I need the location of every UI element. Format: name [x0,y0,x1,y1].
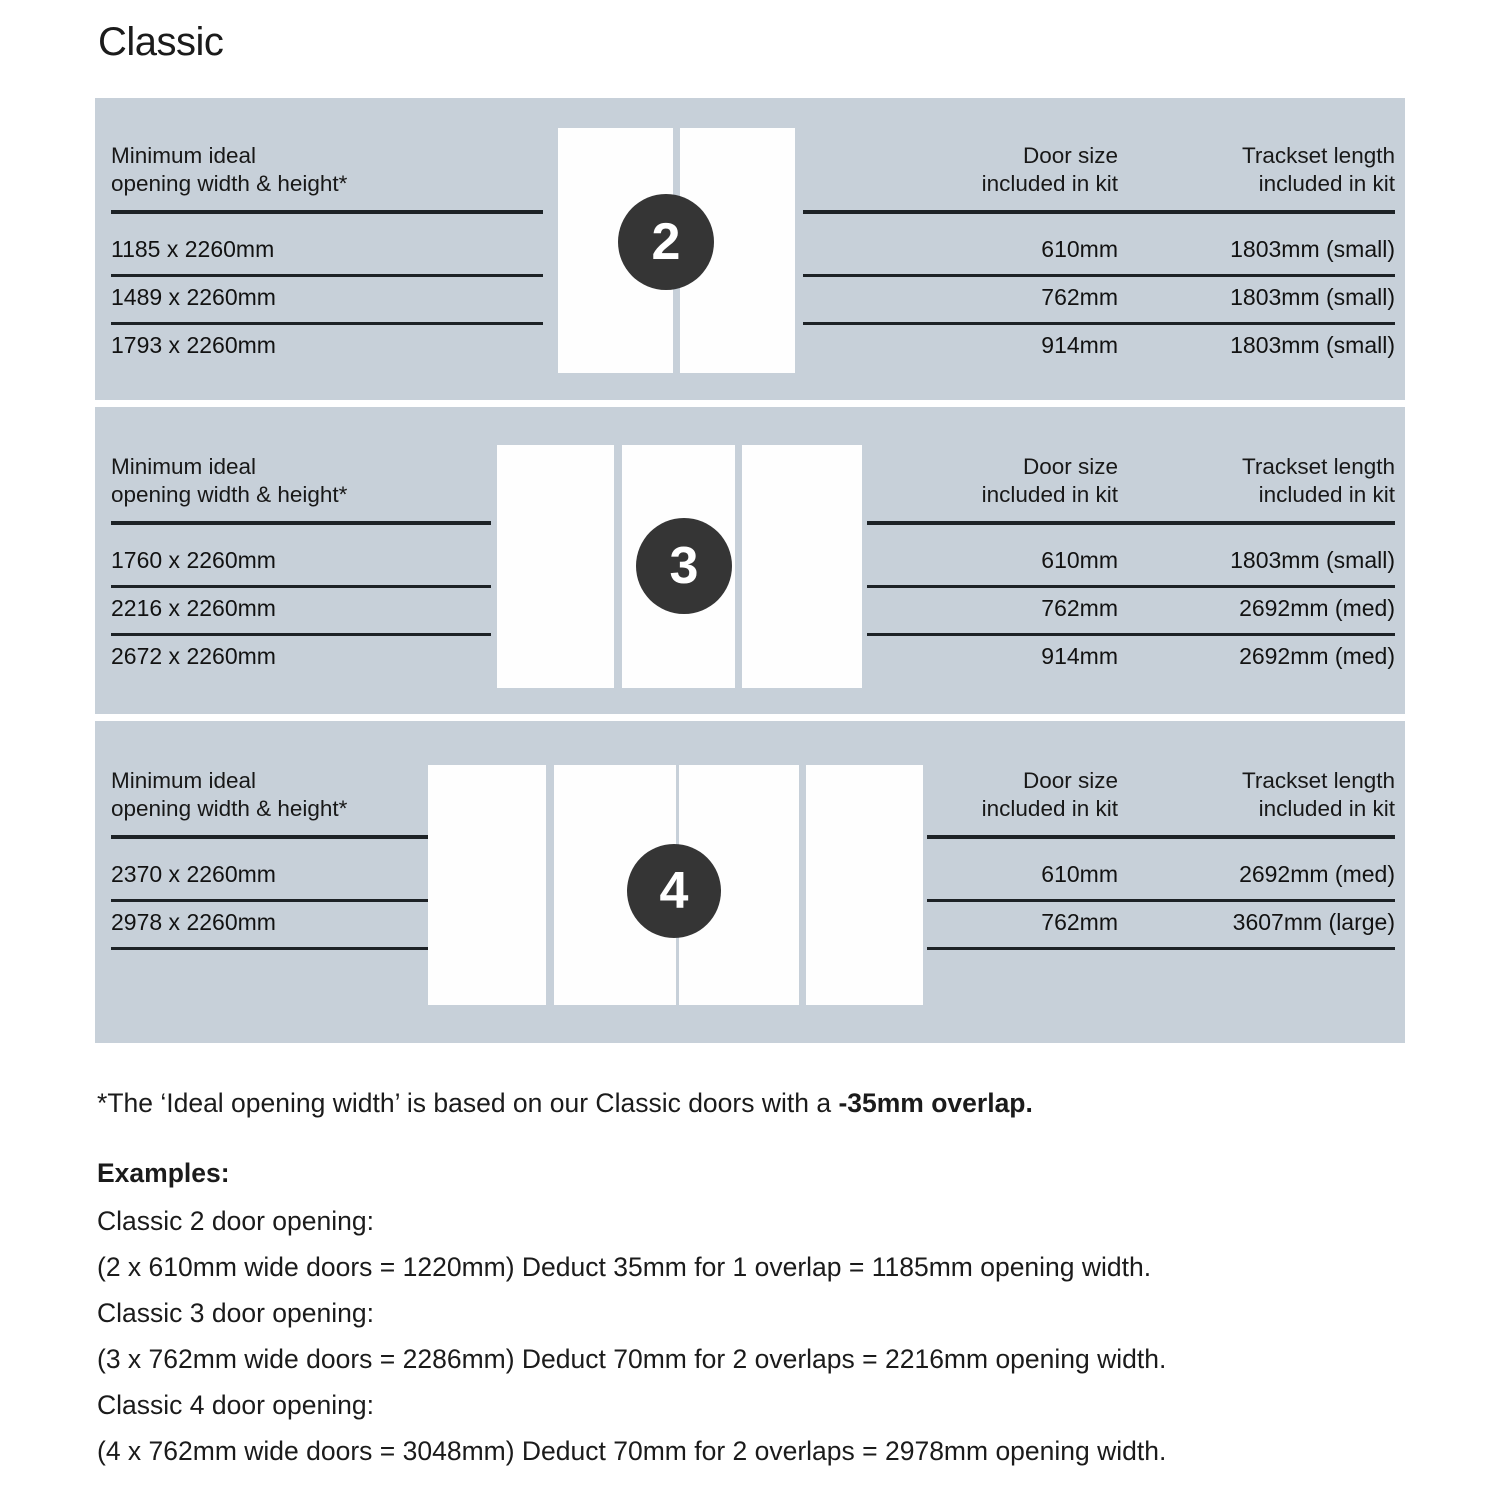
cell-door-size: 914mm [1041,332,1118,358]
cell-door-size: 610mm [1041,547,1118,573]
cell-door-size: 610mm [1041,861,1118,887]
section-4-door: Minimum ideal opening width & height* Do… [95,721,1405,1043]
cell-opening: 1760 x 2260mm [111,547,276,573]
door-diagram-3: 3 [497,445,867,688]
cell-trackset: 1803mm (small) [1230,284,1395,310]
footnote-overlap: *The ‘Ideal opening width’ is based on o… [97,1088,1033,1119]
door-count-badge: 4 [627,844,721,938]
cell-trackset: 1803mm (small) [1230,332,1395,358]
example-line: (3 x 762mm wide doors = 2286mm) Deduct 7… [97,1344,1167,1374]
row-rule-right [803,322,1395,325]
cell-door-size: 914mm [1041,643,1118,669]
cell-door-size: 762mm [1041,284,1118,310]
example-line: Classic 2 door opening: [97,1206,374,1236]
section-divider [95,400,1405,407]
row-rule-left [111,633,491,636]
column-header-opening-width: Minimum ideal opening width & height* [111,143,348,196]
examples-heading: Examples: [97,1158,230,1188]
cell-trackset: 2692mm (med) [1239,861,1395,887]
row-rule-left [111,322,543,325]
section-divider [95,714,1405,721]
section-3-door: Minimum ideal opening width & height* Do… [95,407,1405,714]
column-header-door-size: Door size included in kit [981,454,1118,507]
door-count-badge: 2 [618,194,714,290]
row-rule-left [111,899,429,902]
column-header-door-size: Door size included in kit [981,768,1118,821]
column-header-opening-width: Minimum ideal opening width & height* [111,454,348,507]
cell-opening: 1185 x 2260mm [111,236,275,262]
example-line: (2 x 610mm wide doors = 1220mm) Deduct 3… [97,1252,1152,1282]
row-rule-left [111,585,491,588]
door-panel [806,765,923,1005]
cell-door-size: 762mm [1041,909,1118,935]
cell-trackset: 1803mm (small) [1230,547,1395,573]
cell-opening: 2370 x 2260mm [111,861,276,887]
column-header-trackset-length: Trackset length included in kit [1242,143,1395,196]
header-rule-left [111,210,543,214]
door-count-badge: 3 [636,518,732,614]
cell-trackset: 2692mm (med) [1239,643,1395,669]
cell-trackset: 2692mm (med) [1239,595,1395,621]
section-2-door: Minimum ideal opening width & height* Do… [95,98,1405,400]
footnote-bold: -35mm overlap. [838,1088,1033,1118]
row-rule-right [867,633,1395,636]
spec-panel: Minimum ideal opening width & height* Do… [95,98,1405,1043]
row-rule-right [927,899,1395,902]
cell-opening: 1793 x 2260mm [111,332,276,358]
cell-opening: 2216 x 2260mm [111,595,276,621]
cell-opening: 2672 x 2260mm [111,643,276,669]
header-rule-right [867,521,1395,525]
door-panel [497,445,614,688]
header-rule-right [803,210,1395,214]
column-header-trackset-length: Trackset length included in kit [1242,454,1395,507]
column-header-trackset-length: Trackset length included in kit [1242,768,1395,821]
cell-door-size: 610mm [1041,236,1118,262]
cell-opening: 1489 x 2260mm [111,284,276,310]
cell-opening: 2978 x 2260mm [111,909,276,935]
footnote-text: *The ‘Ideal opening width’ is based on o… [97,1088,839,1118]
page-title: Classic [98,20,224,64]
cell-trackset: 3607mm (large) [1232,909,1395,935]
cell-trackset: 1803mm (small) [1230,236,1395,262]
row-rule-left [111,274,543,277]
row-rule-right [803,274,1395,277]
header-rule-left [111,835,429,839]
header-rule-right [927,835,1395,839]
cell-door-size: 762mm [1041,595,1118,621]
door-panel [742,445,862,688]
door-panel [428,765,546,1005]
column-header-opening-width: Minimum ideal opening width & height* [111,768,348,821]
header-rule-left [111,521,491,525]
row-rule-right [867,585,1395,588]
door-diagram-2: 2 [558,128,803,373]
example-line: Classic 4 door opening: [97,1390,374,1420]
column-header-door-size: Door size included in kit [981,143,1118,196]
example-line: Classic 3 door opening: [97,1298,374,1328]
row-rule-right [927,947,1395,950]
door-diagram-4: 4 [428,765,923,1005]
row-rule-left [111,947,429,950]
example-line: (4 x 762mm wide doors = 3048mm) Deduct 7… [97,1436,1167,1466]
